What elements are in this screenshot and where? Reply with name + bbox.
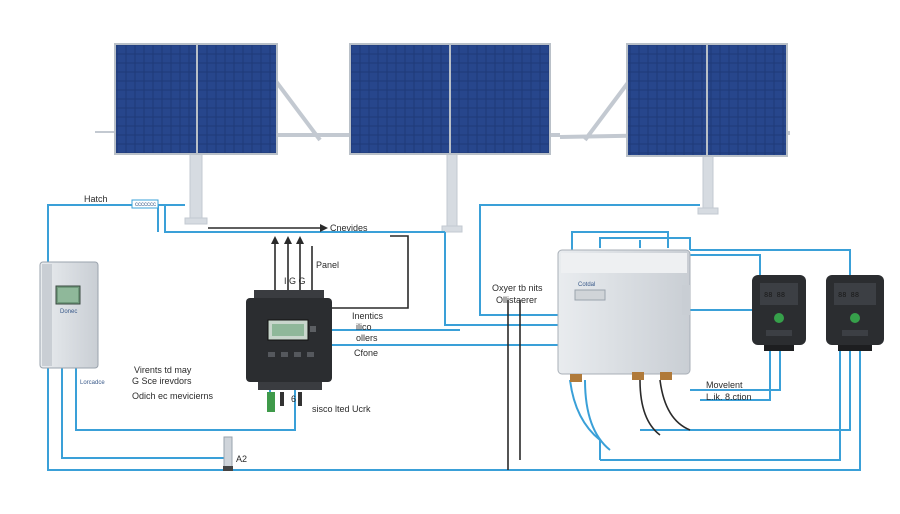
- solar-panel-icon: [114, 43, 278, 155]
- arrowheads: [271, 224, 328, 244]
- label-vinents: Virents td may: [134, 365, 192, 375]
- svg-text:88 88: 88 88: [764, 291, 785, 299]
- label-sisco: sisco lted Ucrk: [312, 404, 371, 414]
- junction-box-icon: [557, 249, 691, 382]
- label-tag-top-left: ccccccc: [135, 202, 156, 208]
- label-a2: A2: [236, 454, 247, 464]
- label-panel-code: I G G: [284, 276, 306, 286]
- svg-text:88 88: 88 88: [838, 291, 859, 299]
- solar-panel-array: [114, 43, 788, 157]
- wiring-blue: [47, 204, 861, 471]
- label-panel: Panel: [316, 260, 339, 270]
- wiring-dark: [208, 227, 691, 470]
- label-ollistaerer: Ollistaerer: [496, 295, 537, 305]
- label-cfone: Cfone: [354, 348, 378, 358]
- ground-rod-icon: [223, 436, 233, 471]
- breaker-tag: Donec: [60, 309, 77, 315]
- label-cotdal: Cotdal: [578, 282, 595, 288]
- charge-controller-icon: 88 88: [752, 275, 806, 351]
- label-odich: Odich ec mevicierns: [132, 391, 214, 401]
- inverter-icon: [246, 290, 332, 412]
- breaker-panel-icon: Donec: [39, 261, 99, 369]
- label-ilico: ilico: [356, 322, 372, 332]
- label-device-digit: 6: [291, 394, 296, 404]
- label-lk: L.ik. 8.ction: [706, 392, 752, 402]
- label-inentics: Inentics: [352, 311, 384, 321]
- label-gsce: G Sce irevdors: [132, 376, 192, 386]
- solar-panel-icon: [626, 43, 788, 157]
- hatch-tag-box: [131, 199, 159, 209]
- label-movelent: Movelent: [706, 380, 743, 390]
- diagram-labels: Hatch ccccccc Cnevides Panel I G G Inent…: [80, 194, 752, 464]
- label-cnevides: Cnevides: [330, 223, 368, 233]
- solar-panel-icon: [349, 43, 551, 155]
- label-ollers: ollers: [356, 333, 378, 343]
- battery-meter-icon: 88 88: [826, 275, 884, 351]
- label-lorcadce: Lorcadce: [80, 380, 105, 386]
- label-oxyer: Oxyer tb nits: [492, 283, 543, 293]
- label-hatch: Hatch: [84, 194, 108, 204]
